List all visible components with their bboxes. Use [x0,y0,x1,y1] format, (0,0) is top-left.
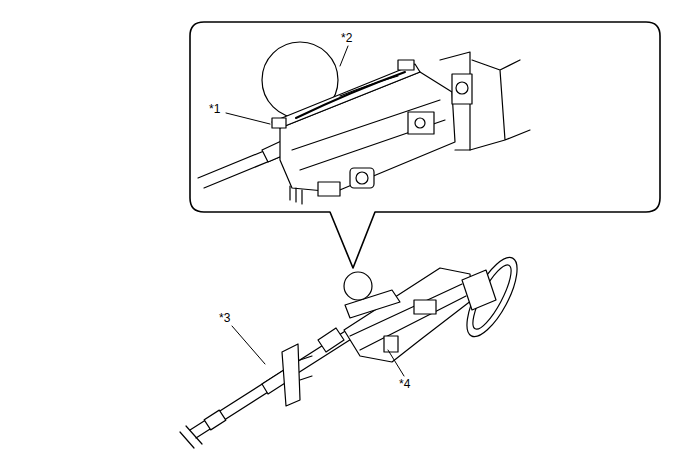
callout-number: *2 [340,32,353,44]
callout-number: *4 [398,378,411,390]
callout-number: *3 [218,312,231,324]
callout-number: *1 [208,103,221,115]
